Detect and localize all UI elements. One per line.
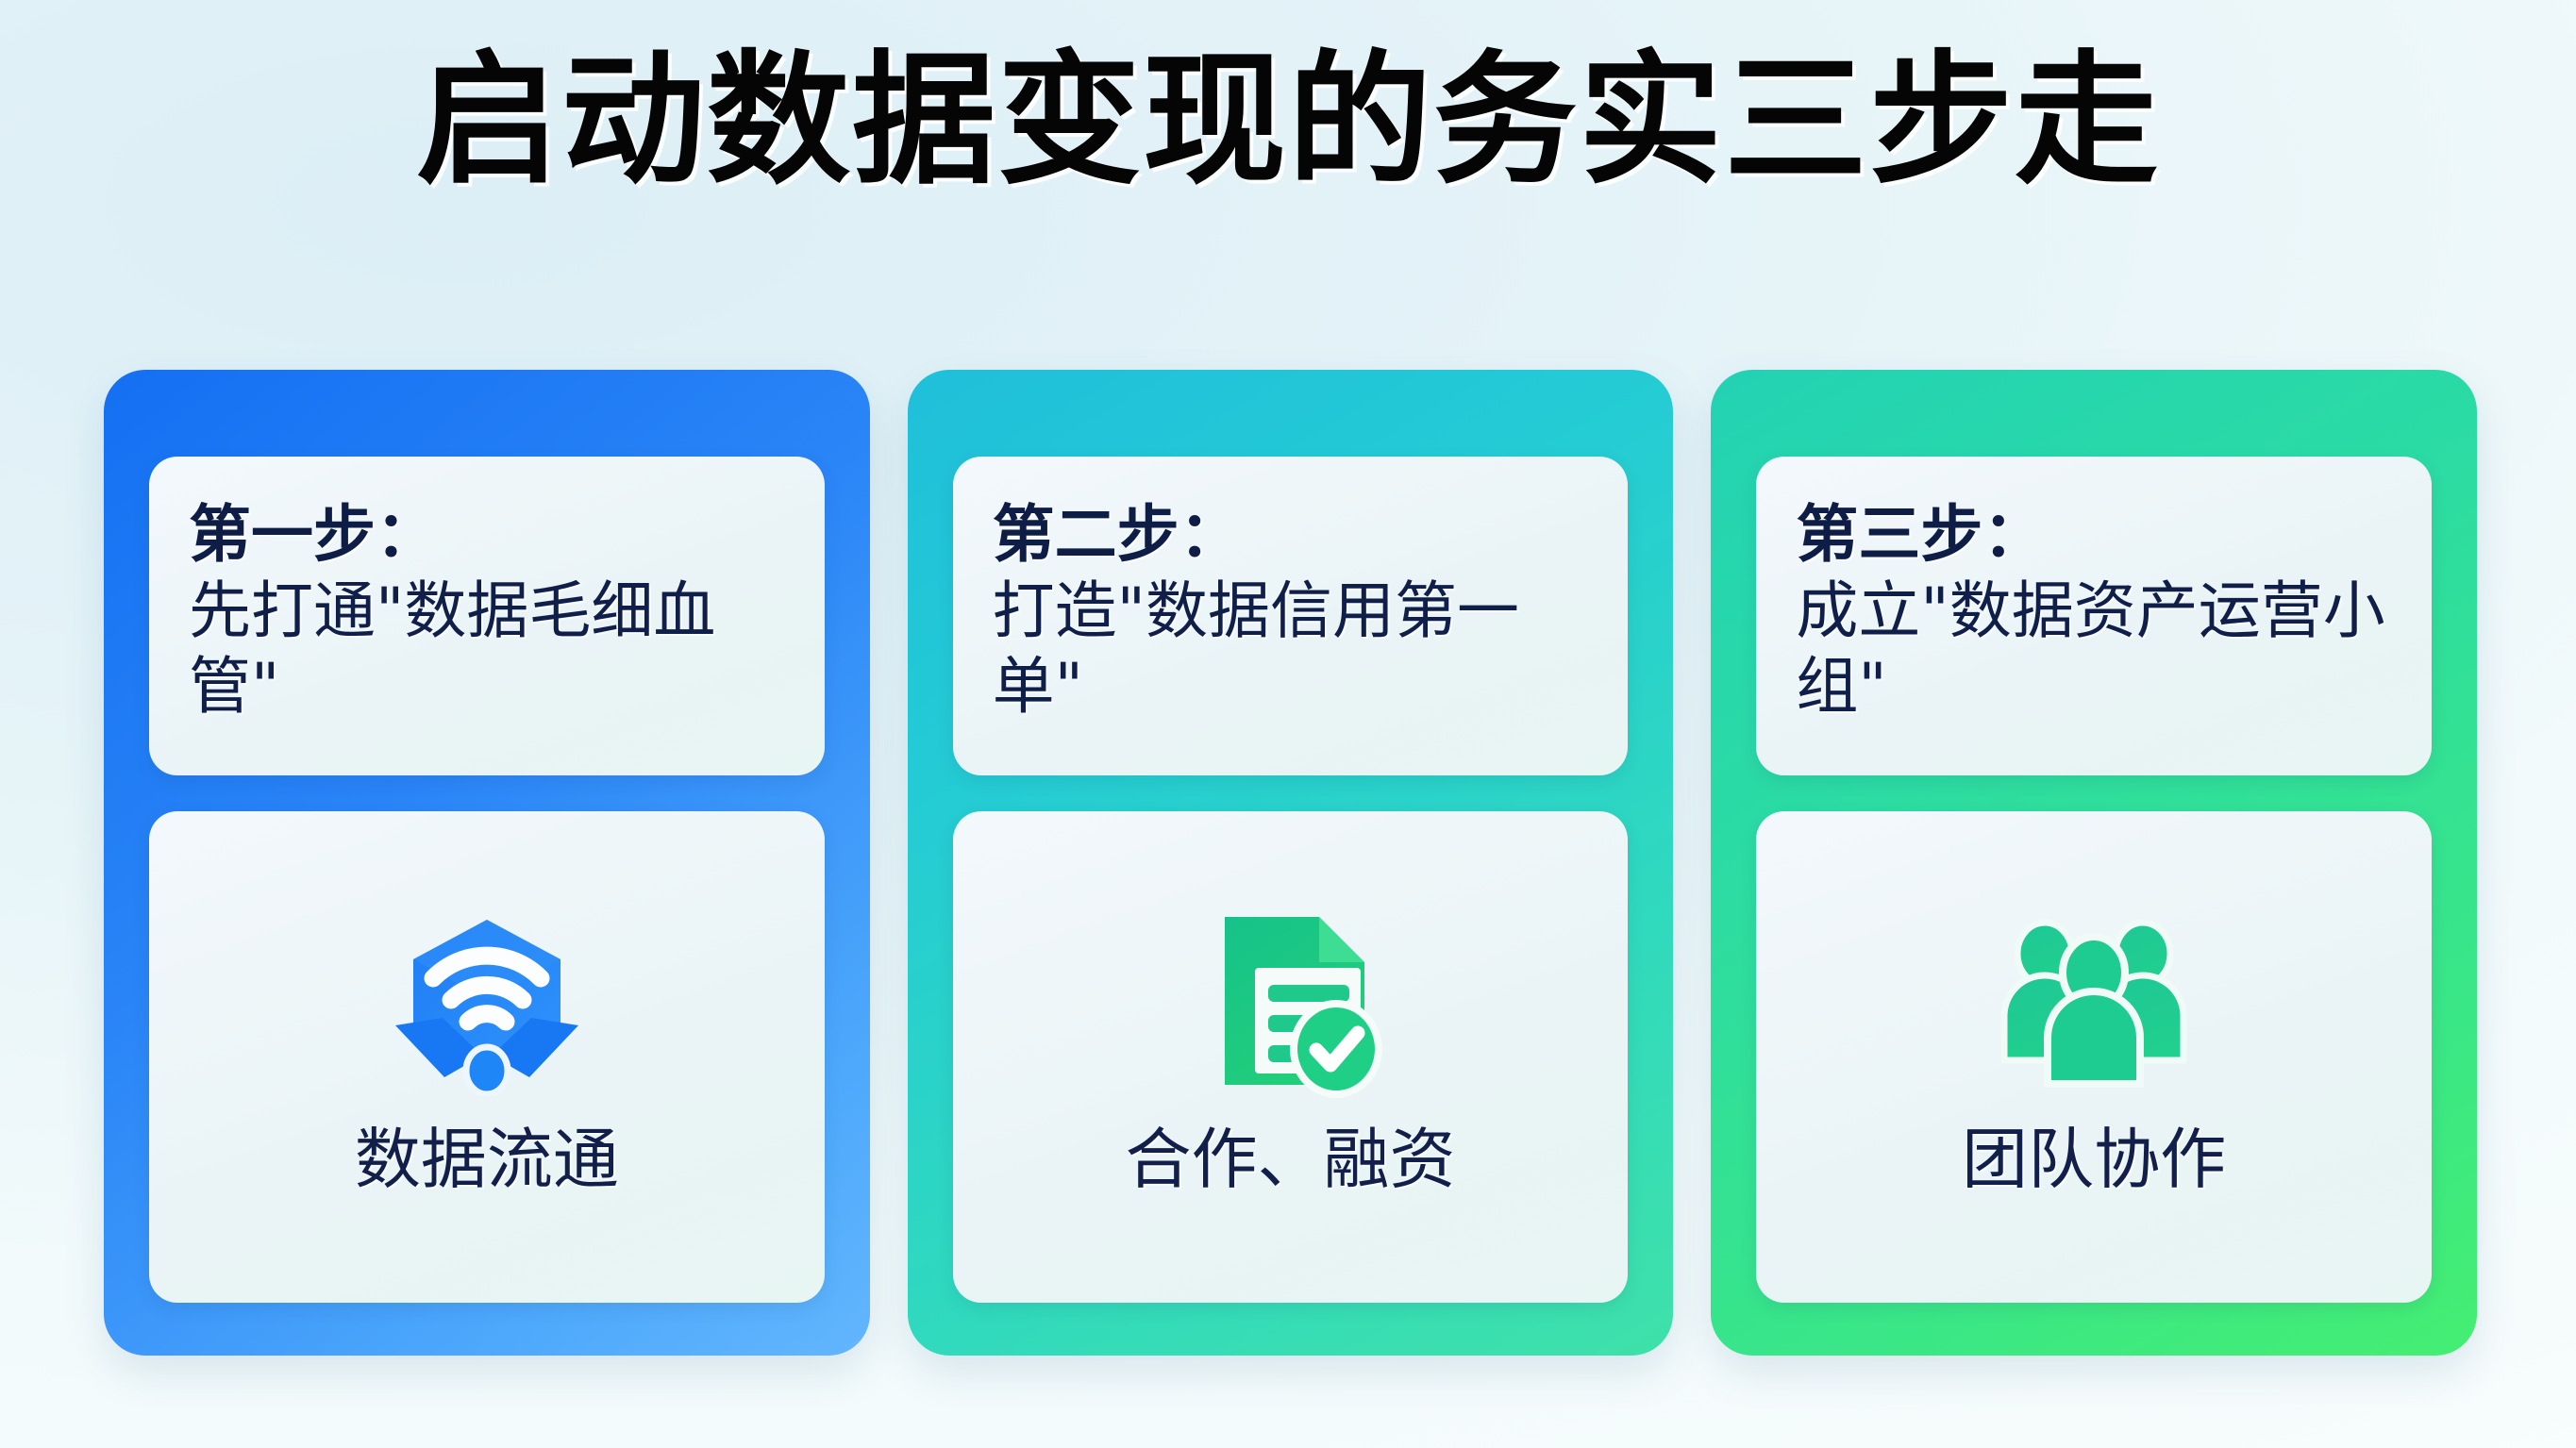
step-2-description: 打造"数据信用第一单" [992, 574, 1520, 724]
step-3-label: 第三步： [1796, 498, 2046, 571]
step-3-description: 成立"数据资产运营小组" [1796, 574, 2385, 724]
step-2-icon-panel: 合作、融资 [952, 811, 1629, 1303]
step-1-icon-panel: 数据流通 [149, 811, 825, 1303]
step-3-icon-panel: 团队协作 [1756, 811, 2433, 1303]
document-check-icon [1182, 905, 1399, 1103]
step-3-icon-caption: 团队协作 [1962, 1121, 2227, 1198]
step-1-icon-caption: 数据流通 [354, 1121, 619, 1198]
step-card-3[interactable]: 第三步： 成立"数据资产运营小组" [1711, 370, 2478, 1356]
step-card-1[interactable]: 第一步： 先打通"数据毛细血管" [104, 370, 870, 1356]
step-2-label: 第二步： [992, 498, 1242, 571]
steps-card-row: 第一步： 先打通"数据毛细血管" [104, 370, 2478, 1356]
step-1-description: 先打通"数据毛细血管" [189, 574, 716, 724]
data-flow-hexagon-wifi-icon [378, 905, 595, 1103]
title-container: 启动数据变现的务实三步走 [0, 49, 2576, 192]
step-2-icon-caption: 合作、融资 [1125, 1121, 1456, 1198]
step-2-text-panel: 第二步： 打造"数据信用第一单" [952, 457, 1629, 775]
step-1-label: 第一步： [189, 498, 438, 571]
page-title: 启动数据变现的务实三步走 [416, 37, 2160, 204]
step-card-2[interactable]: 第二步： 打造"数据信用第一单" [907, 370, 1674, 1356]
step-1-text-panel: 第一步： 先打通"数据毛细血管" [149, 457, 825, 775]
step-3-text-panel: 第三步： 成立"数据资产运营小组" [1756, 457, 2433, 775]
team-group-people-icon [1985, 905, 2202, 1103]
